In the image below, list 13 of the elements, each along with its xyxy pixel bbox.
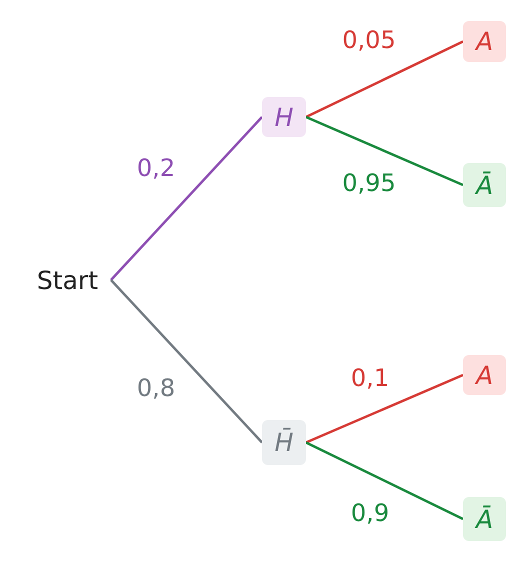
branch-line: [306, 374, 464, 444]
event-box: H: [262, 97, 306, 137]
branch-line: [306, 116, 464, 186]
branch-line: [110, 116, 263, 281]
outcome-box: A: [463, 355, 506, 395]
event-box: H̄: [262, 420, 306, 465]
branch-line: [305, 441, 464, 520]
outcome-box: Ā: [463, 497, 506, 541]
start-label: Start: [20, 262, 111, 298]
outcome-box: Ā: [463, 163, 506, 207]
branch-line: [305, 40, 464, 118]
outcome-box: A: [463, 21, 506, 62]
branch-line: [110, 279, 263, 444]
